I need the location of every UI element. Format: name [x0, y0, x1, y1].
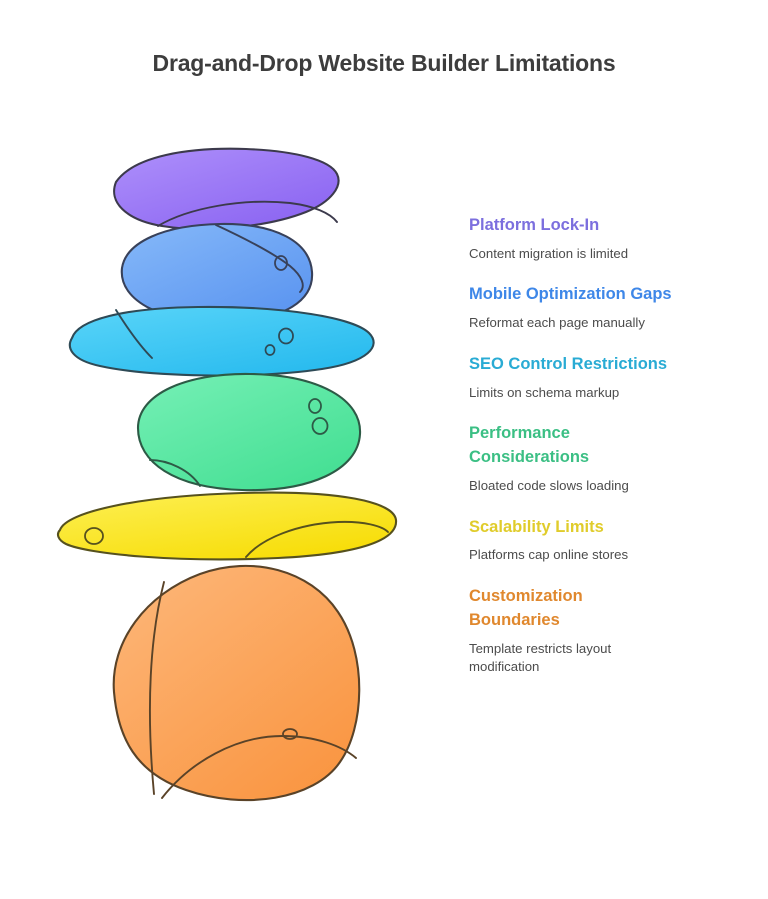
stone-performance — [136, 372, 362, 492]
legend-description: Limits on schema markup — [469, 384, 620, 400]
legend-item-seo-control: SEO Control Restrictions Limits on schem… — [469, 353, 731, 402]
legend-item-platform-lock-in: Platform Lock-In Content migration is li… — [469, 214, 731, 263]
legend-item-mobile-optimization: Mobile Optimization Gaps Reformat each p… — [469, 283, 731, 332]
stone-customization — [112, 564, 361, 802]
legend-list: Platform Lock-In Content migration is li… — [469, 214, 731, 677]
legend-heading: Performance Considerations — [469, 424, 590, 467]
legend-item-scalability: Scalability Limits Platforms cap online … — [469, 516, 731, 565]
legend-description: Bloated code slows loading — [469, 478, 629, 494]
legend-description: Template restricts layout modification — [469, 640, 612, 675]
legend-heading: Platform Lock-In — [469, 216, 600, 234]
legend-description: Reformat each page manually — [469, 315, 645, 331]
legend-item-customization: Customization Boundaries Template restri… — [469, 585, 731, 677]
stone-seo-control — [68, 305, 375, 377]
stone-platform-lock-in — [113, 147, 340, 230]
legend-heading: Mobile Optimization Gaps — [469, 285, 672, 304]
legend-heading: Customization Boundaries — [469, 586, 583, 629]
legend-heading: Scalability Limits — [469, 517, 604, 536]
stone-stack-illustration — [38, 130, 438, 830]
legend-description: Content migration is limited — [469, 245, 629, 261]
page-title: Drag-and-Drop Website Builder Limitation… — [152, 50, 616, 76]
legend-heading: SEO Control Restrictions — [469, 354, 668, 373]
legend-description: Platforms cap online stores — [469, 547, 629, 563]
stone-stack-svg — [56, 147, 398, 802]
legend-item-performance: Performance Considerations Bloated code … — [469, 422, 731, 495]
stone-scalability — [56, 491, 398, 561]
